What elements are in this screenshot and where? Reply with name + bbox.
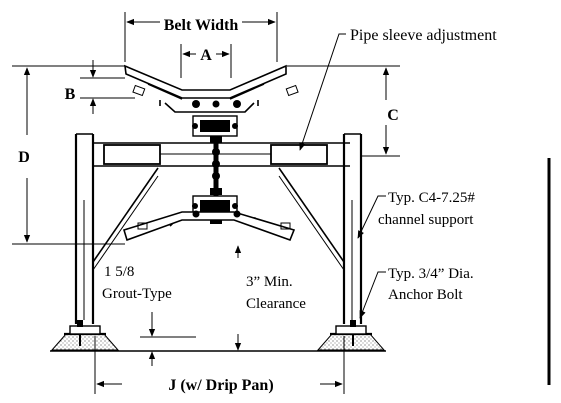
anchor-bolt-label-line1: Typ. 3/4” Dia. [388, 266, 474, 282]
j-label: J (w/ Drip Pan) [168, 377, 273, 394]
grout-label-line2: Grout-Type [102, 286, 172, 302]
belt-width-dimension: Belt Width [124, 12, 278, 62]
b-dimension: B [65, 60, 135, 114]
grout-label-line1: 1 5/8 [104, 264, 134, 280]
clearance-label-line2: Clearance [246, 296, 306, 312]
left-channel-support [74, 133, 159, 324]
return-idler [123, 210, 296, 242]
channel-support-label-line2: channel support [378, 212, 474, 228]
anchor-bolt-callout: Typ. 3/4” Dia. Anchor Bolt [359, 266, 474, 319]
d-dimension: D [12, 65, 125, 245]
right-base-pad [316, 320, 386, 351]
right-pipe-sleeve [270, 144, 328, 165]
anchor-bolt-label-line2: Anchor Bolt [388, 287, 463, 303]
clearance-label-line1: 3” Min. [246, 274, 293, 290]
a-label: A [200, 47, 212, 64]
c-dimension: C [287, 65, 400, 157]
b-label: B [65, 86, 76, 103]
a-dimension: A [180, 44, 232, 78]
left-pipe-sleeve [103, 144, 161, 165]
clearance-dimension: 3” Min. Clearance [234, 245, 306, 351]
center-hanger-assembly [192, 115, 238, 224]
pipe-sleeve-callout: Pipe sleeve adjustment [299, 27, 497, 151]
left-base-pad [50, 320, 120, 351]
j-dimension: J (w/ Drip Pan) [94, 336, 345, 394]
c-label: C [387, 107, 399, 124]
grout-dimension: 1 5/8 Grout-Type [102, 264, 196, 366]
belt-width-label: Belt Width [164, 17, 239, 34]
d-label: D [18, 149, 30, 166]
cross-beam [93, 142, 350, 167]
channel-support-label-line1: Typ. C4-7.25# [388, 190, 475, 206]
channel-support-callout: Typ. C4-7.25# channel support [357, 190, 475, 239]
pipe-sleeve-label: Pipe sleeve adjustment [350, 27, 497, 44]
right-channel-support [278, 133, 363, 324]
top-idler [124, 64, 299, 113]
